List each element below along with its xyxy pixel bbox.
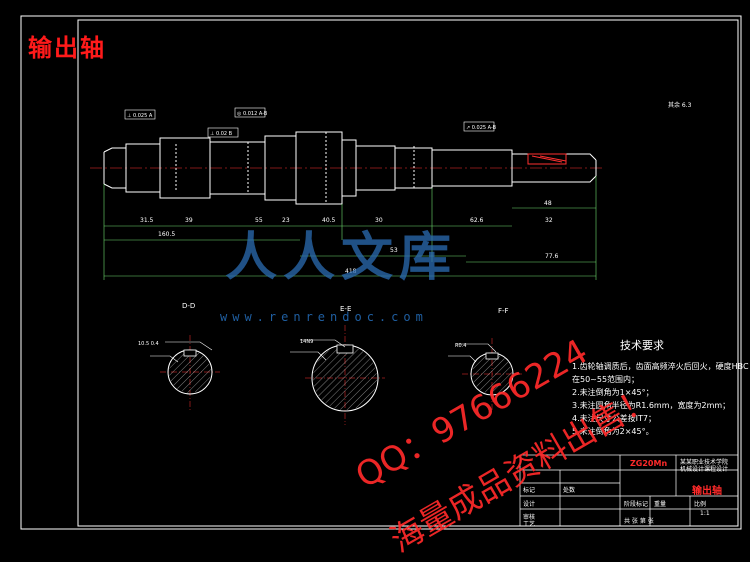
dim-segment-label: 32 bbox=[545, 217, 553, 224]
dim-group-label: 77.6 bbox=[545, 253, 559, 260]
drawing-title: 输出轴 bbox=[28, 34, 106, 62]
tech-item: 1.齿轮轴调质后，齿面高频淬火后回火，硬度HBC bbox=[572, 362, 749, 371]
dim-segment-label: 62.6 bbox=[470, 217, 484, 224]
dim-segment-label: 23 bbox=[282, 217, 290, 224]
dim-segment-label: 39 bbox=[185, 217, 193, 224]
dimension-labels: 31.5 39 55 23 40.5 30 62.6 32 160.5 53 77.6 418 48 bbox=[140, 200, 559, 275]
tb-label-mark: 标记 bbox=[523, 487, 536, 494]
tolerance-frame-text: ↗ 0.025 A-B bbox=[466, 125, 497, 131]
tech-requirements-heading: 技术要求 bbox=[620, 339, 664, 352]
tech-item: 在50~55范围内； bbox=[572, 375, 640, 384]
watermark-logo: 人人文库 bbox=[225, 228, 458, 288]
dim-segment-label: 40.5 bbox=[322, 217, 336, 224]
section-views bbox=[160, 325, 522, 425]
section-label-e: E-E bbox=[340, 305, 352, 313]
tb-label-design: 设计 bbox=[523, 501, 536, 508]
section-d bbox=[160, 335, 220, 410]
tb-label-count: 处数 bbox=[563, 487, 576, 494]
section-label-f: F-F bbox=[498, 307, 509, 315]
outer-frame bbox=[20, 15, 742, 530]
tolerance-frame-box bbox=[463, 121, 495, 132]
section-f bbox=[462, 338, 522, 410]
tolerance-frames: ⊥ 0.025 A ◎ 0.012 A-B ⊥ 0.02 B ↗ 0.025 A-B 1… bbox=[124, 107, 497, 349]
tb-label-stage: 阶段标记 bbox=[624, 501, 649, 508]
tech-requirements-list: 1.齿轮轴调质后，齿面高频淬火后回火，硬度HBC 在50~55范围内； 2.未注… bbox=[572, 360, 749, 438]
title-block bbox=[519, 454, 739, 527]
inner-frame bbox=[77, 19, 739, 527]
school-line-1: 某某职业技术学院 bbox=[680, 459, 729, 466]
roughness-note: 其余 6.3 bbox=[668, 102, 692, 109]
tb-label-process: 工艺 bbox=[523, 521, 536, 528]
tolerance-frame-text: ⊥ 0.02 B bbox=[210, 131, 233, 137]
tb-label-weight: 重量 bbox=[654, 501, 667, 508]
dim-group-label: 160.5 bbox=[158, 231, 175, 238]
tech-item: 4.未注尺寸公差按IT7； bbox=[572, 414, 656, 423]
tolerance-frame-box bbox=[207, 127, 239, 138]
tb-label-review: 审核 bbox=[523, 514, 536, 521]
section-callout: R0.4 bbox=[455, 343, 466, 349]
tech-item: 5.未注倒角为2×45°。 bbox=[572, 427, 654, 436]
section-callout: 10.5 0.4 bbox=[138, 341, 159, 347]
tolerance-frame-box bbox=[124, 109, 156, 120]
tolerance-frame-box bbox=[234, 107, 266, 118]
section-e bbox=[305, 325, 385, 425]
drawing-canvas: 31.5 39 55 23 40.5 30 62.6 32 160.5 53 77.6 418 48 ⊥… bbox=[20, 15, 749, 560]
section-callout: 14N9 bbox=[300, 339, 313, 345]
cad-drawing: 31.5 39 55 23 40.5 30 62.6 32 160.5 53 77.6 418 48 ⊥… bbox=[20, 15, 742, 530]
watermark-url: www.renrendoc.com bbox=[220, 310, 428, 324]
part-name: 输出轴 bbox=[692, 486, 722, 497]
tb-sheets: 共 张 第 张 bbox=[624, 518, 654, 525]
tech-item: 3.未注圆角半径为R1.6mm，宽度为2mm； bbox=[572, 401, 731, 410]
dim-segment-label: 55 bbox=[255, 217, 263, 224]
dim-segment-label: 31.5 bbox=[140, 217, 154, 224]
dimension-lines bbox=[103, 176, 597, 280]
dim-group-label: 53 bbox=[390, 247, 398, 254]
tb-scale-value: 1:1 bbox=[700, 510, 710, 517]
section-label-d: D-D bbox=[182, 302, 196, 310]
tolerance-frame-text: ◎ 0.012 A-B bbox=[237, 111, 268, 117]
drawing-code: ZG20Mn bbox=[630, 459, 668, 468]
shaft-outline bbox=[103, 131, 597, 205]
school-line-2: 机械设计课程设计 bbox=[680, 466, 729, 473]
dim-segment-label: 30 bbox=[375, 217, 383, 224]
section-leaders bbox=[150, 339, 497, 363]
dim-right-label: 48 bbox=[544, 200, 552, 207]
tech-item: 2.未注倒角为1×45°； bbox=[572, 388, 654, 397]
tb-label-scale: 比例 bbox=[694, 501, 707, 508]
tolerance-frame-text: ⊥ 0.025 A bbox=[127, 113, 153, 119]
dim-overall-label: 418 bbox=[345, 268, 357, 275]
